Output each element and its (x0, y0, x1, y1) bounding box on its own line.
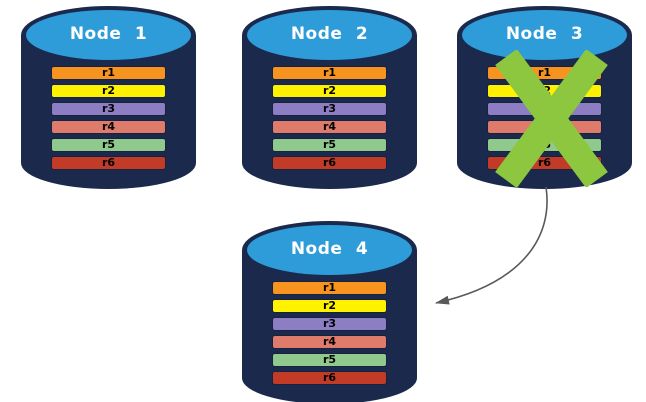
replica-bar-r4: r4 (51, 120, 166, 134)
node-4: Node 4 r1 r2 r3 r4 r5 r6 (242, 221, 417, 402)
replica-bar-r5: r5 (272, 353, 387, 367)
node-1: Node 1 r1 r2 r3 r4 r5 r6 (21, 6, 196, 189)
replica-bar-r3: r3 (51, 102, 166, 116)
replica-bar-r1: r1 (272, 281, 387, 295)
cylinder-top-face (247, 225, 412, 275)
replica-bar-r5: r5 (51, 138, 166, 152)
cylinder-top-face (26, 10, 191, 60)
cylinder-top-face (247, 10, 412, 60)
replica-bar-r2: r2 (272, 299, 387, 313)
node-title: Node 4 (290, 239, 369, 259)
replica-bar-r3: r3 (272, 317, 387, 331)
node-title: Node 2 (290, 24, 369, 44)
replica-bar-r1: r1 (51, 66, 166, 80)
replica-list: r1 r2 r3 r4 r5 r6 (51, 66, 166, 174)
replica-bar-r1: r1 (272, 66, 387, 80)
replica-list: r1 r2 r3 r4 r5 r6 (272, 281, 387, 389)
replica-bar-r4: r4 (272, 120, 387, 134)
cylinder-top-face (462, 10, 627, 60)
replica-bar-r2: r2 (51, 84, 166, 98)
replica-list: r1 r2 r3 r4 r5 r6 (272, 66, 387, 174)
replica-bar-r3: r3 (272, 102, 387, 116)
replica-bar-r2: r2 (272, 84, 387, 98)
node-title: Node 1 (69, 24, 148, 44)
node-title: Node 3 (505, 24, 584, 44)
replica-bar-r5: r5 (272, 138, 387, 152)
replica-bar-r6: r6 (51, 156, 166, 170)
replica-bar-r6: r6 (272, 371, 387, 385)
failure-x-icon (495, 50, 608, 187)
replica-bar-r6: r6 (272, 156, 387, 170)
node-2: Node 2 r1 r2 r3 r4 r5 r6 (242, 6, 417, 189)
replica-bar-r4: r4 (272, 335, 387, 349)
